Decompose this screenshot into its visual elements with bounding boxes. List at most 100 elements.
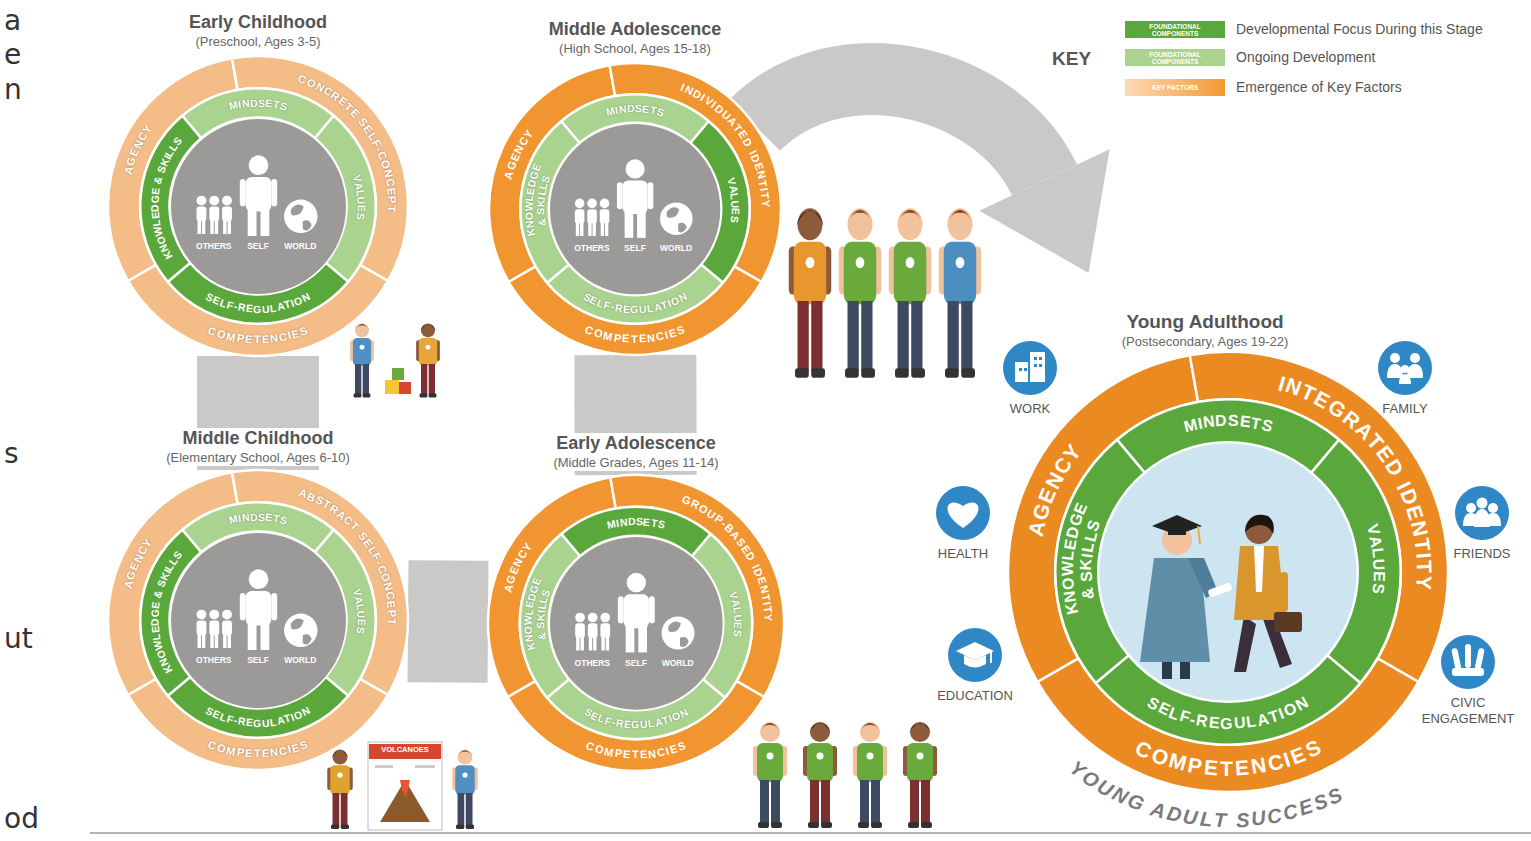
icon-label-slot: EDUCATION [923, 688, 1027, 704]
icon-label: FAMILY [1353, 401, 1457, 417]
ring-label: MINDSETS [108, 56, 408, 356]
center-label-slot: WORLD [660, 243, 692, 253]
center-label: OTHERS [574, 243, 609, 253]
arrow-head [979, 149, 1109, 273]
ring-sector [489, 65, 615, 282]
center-disk [1098, 442, 1358, 702]
key-factor-segment: COMPETENCIES [1008, 352, 1448, 792]
high-school-students [789, 208, 982, 378]
center-label: OTHERS [575, 658, 610, 668]
label-slot: s [4, 437, 19, 471]
segment-shape [1008, 352, 1448, 792]
legend-text: Emergence of Key Factors [1236, 78, 1402, 97]
ring-label: VALUES [108, 56, 408, 356]
ring-label: VALUES [1008, 352, 1448, 792]
component-segment: MINDSETS [488, 475, 784, 771]
ring-sector [1117, 399, 1339, 472]
ring-label: COMPETENCIES [488, 475, 784, 771]
icon-circle [1378, 341, 1432, 395]
ring-label: COMPETENCIES [489, 63, 781, 355]
outcome-icon: EDUCATION [948, 628, 1002, 682]
component-segment: KNOWLEDGE & SKILLS [489, 63, 781, 355]
label-slot: KEY [1052, 48, 1091, 71]
icon-label-slot: CIVIC ENGAGEMENT [1416, 695, 1520, 728]
center-label-slot: SELF [624, 243, 646, 253]
component-segment: VALUES [108, 56, 408, 356]
others-self-world-icons [196, 569, 317, 650]
component-segment: MINDSETS [489, 63, 781, 355]
stage-title: Middle Adolescence [545, 19, 725, 41]
icon-shape [1378, 341, 1432, 395]
label-text: s [4, 437, 19, 471]
ring-sector [108, 472, 238, 695]
ring-sector [610, 63, 781, 282]
ring-sector [140, 116, 201, 282]
label-slot: VOLCANOES [369, 745, 441, 754]
icon-circle [936, 486, 990, 540]
icon-label: HEALTH [911, 546, 1015, 562]
segment-shape [489, 63, 781, 355]
label-text: n [4, 73, 22, 107]
center-shape [549, 536, 724, 711]
center-label-slot: OTHERS [196, 655, 231, 665]
icon-circle [1455, 486, 1509, 540]
segment-shape [108, 470, 408, 770]
ring-label: VALUES [488, 475, 784, 771]
segment-shape [1008, 352, 1448, 792]
ring-sector [1055, 440, 1144, 683]
legend-text: Developmental Focus During this Stage [1236, 20, 1483, 39]
segment-shape [488, 475, 784, 771]
segment-shape [489, 63, 781, 355]
segment-shape [108, 470, 408, 770]
center-label: OTHERS [196, 655, 231, 665]
center-label: OTHERS [196, 241, 231, 251]
band-path [197, 356, 319, 470]
segment-shape [489, 63, 781, 355]
stage-circle: Middle Adolescence(High School, Ages 15-… [489, 63, 781, 355]
outcome-icon: CIVIC ENGAGEMENT [1441, 635, 1495, 689]
key-factor-segment: COMPETENCIES [108, 56, 408, 356]
ring-sector [1038, 658, 1419, 792]
segment-shape [488, 475, 784, 771]
segment-shape [108, 56, 408, 356]
ring-sector [520, 534, 580, 698]
label-slot: od [4, 802, 39, 836]
ring-sector [561, 507, 710, 556]
legend-swatch: FOUNDATIONAL COMPONENTS [1125, 49, 1225, 66]
segment-shape [1008, 352, 1448, 792]
icon-label-slot: FRIENDS [1430, 546, 1531, 562]
legend-text-slot: Ongoing Development [1236, 48, 1375, 67]
band-path [574, 355, 696, 475]
key-factor-segment: ABSTRACT SELF-CONCEPT [108, 470, 408, 770]
band-path [755, 79, 1045, 180]
ring-label: INDIVIDUATED IDENTITY [489, 63, 781, 355]
stage-title: Early Adolescence [552, 433, 719, 455]
segment-shape [108, 56, 408, 356]
outcome-icon: WORK [1003, 341, 1057, 395]
ring-sector [561, 94, 708, 143]
segment-shape [488, 475, 784, 771]
icon-circle [948, 628, 1002, 682]
key-factor-segment: COMPETENCIES [489, 63, 781, 355]
center-label-slot: SELF [247, 241, 269, 251]
stage-circle: Early Childhood(Preschool, Ages 3-5)AGEN… [108, 56, 408, 356]
segment-shape [1008, 352, 1448, 792]
center-label-slot: OTHERS [574, 243, 609, 253]
preschool-children [350, 323, 440, 397]
ring-label: KNOWLEDGE & SKILLS [489, 63, 781, 355]
component-segment: MINDSETS [108, 56, 408, 356]
stage-title: Early Childhood [185, 12, 331, 34]
component-segment: SELF-REGULATION [488, 475, 784, 771]
segment-shape [108, 470, 408, 770]
stage-transition-band [258, 356, 259, 470]
center-label: SELF [624, 243, 646, 253]
ring-label: SELF-REGULATION [488, 475, 784, 771]
center-label-slot: WORLD [284, 241, 316, 251]
segment-shape [489, 63, 781, 355]
center-label: WORLD [284, 655, 316, 665]
segment-shape [488, 475, 784, 771]
icon-symbol [948, 503, 979, 528]
icon-circle [1003, 341, 1057, 395]
